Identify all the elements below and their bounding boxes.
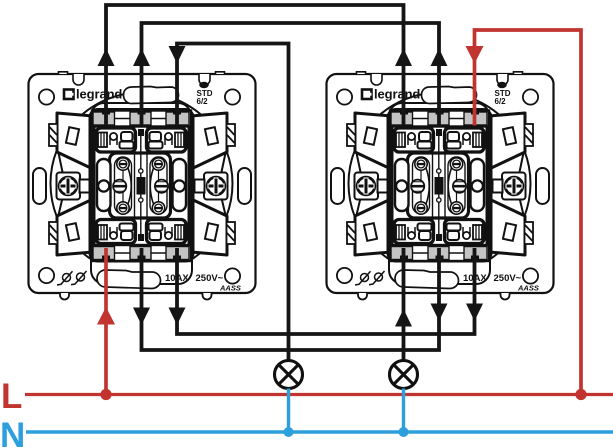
svg-text:L: L — [1, 377, 22, 416]
svg-text:N: N — [0, 416, 25, 448]
